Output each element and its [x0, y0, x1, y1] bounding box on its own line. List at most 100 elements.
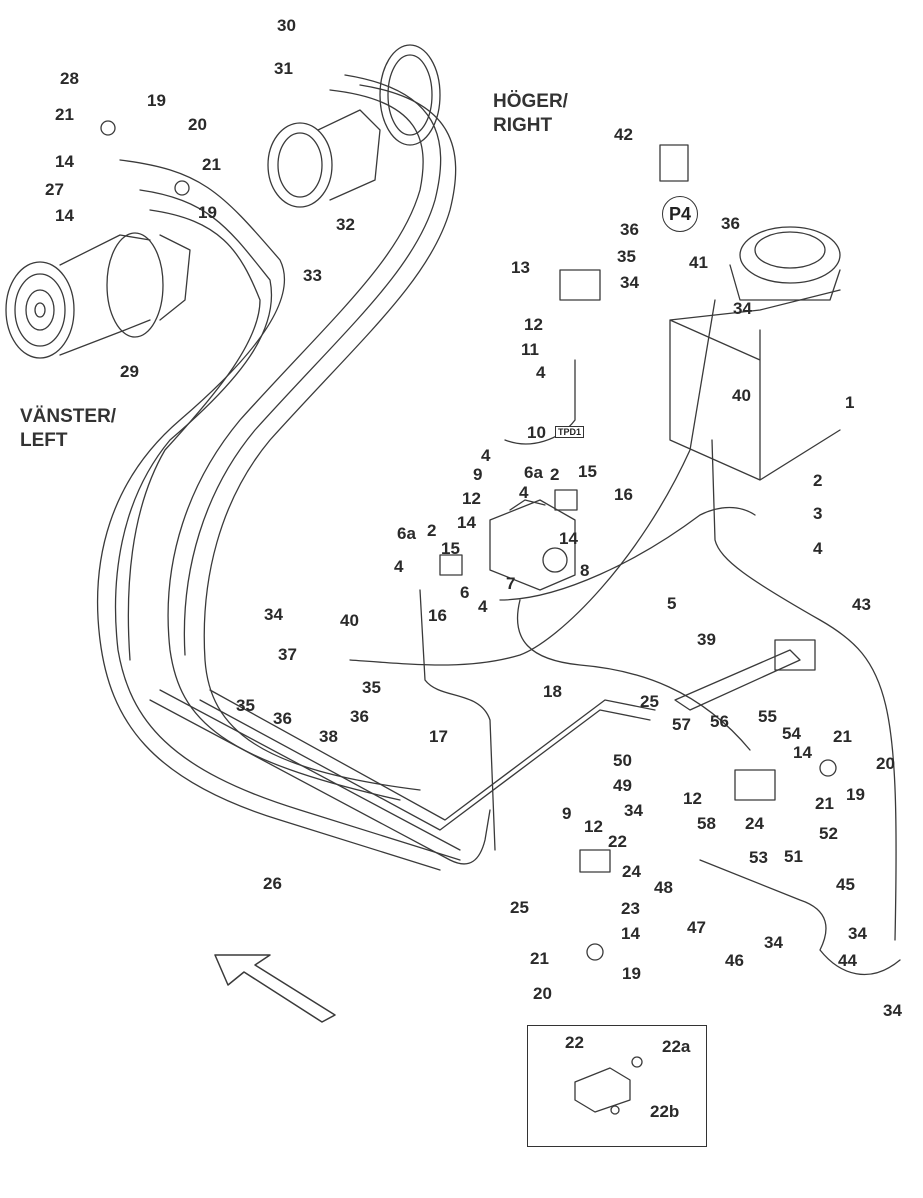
callout-15: 15 — [441, 539, 460, 558]
callout-34: 34 — [764, 933, 783, 952]
callout-53: 53 — [749, 848, 768, 867]
callout-21: 21 — [530, 949, 549, 968]
hose-5 — [499, 506, 756, 601]
callout-14: 14 — [621, 924, 640, 943]
right-side-label: HÖGER/ RIGHT — [493, 90, 568, 138]
callout-48: 48 — [654, 878, 673, 897]
callout-10: 10 — [527, 423, 546, 442]
inset-valve-22 — [574, 1067, 631, 1113]
callout-39: 39 — [697, 630, 716, 649]
callout-46: 46 — [725, 951, 744, 970]
valve-54 — [734, 769, 776, 801]
callout-14: 14 — [793, 743, 812, 762]
hose-bundle-26 — [149, 689, 656, 865]
callout-16: 16 — [614, 485, 633, 504]
callout-6a: 6a — [397, 524, 416, 543]
right-side-label-en: RIGHT — [493, 114, 553, 136]
callout-54: 54 — [782, 724, 801, 743]
hose-45 — [699, 859, 901, 976]
hose-18 — [516, 599, 751, 751]
callout-26: 26 — [263, 874, 282, 893]
callout-9: 9 — [562, 804, 572, 823]
callout-14: 14 — [55, 152, 74, 171]
callout-34: 34 — [264, 605, 283, 624]
callout-7: 7 — [506, 574, 516, 593]
hose-bundle-33 — [97, 74, 461, 871]
callout-19: 19 — [846, 785, 865, 804]
callout-4: 4 — [478, 597, 488, 616]
callout-34: 34 — [620, 273, 639, 292]
callout-44: 44 — [838, 951, 857, 970]
callout-21: 21 — [55, 105, 74, 124]
callout-12: 12 — [683, 789, 702, 808]
callout-14: 14 — [457, 513, 476, 532]
callout-2: 2 — [813, 471, 823, 490]
callout-51: 51 — [784, 847, 803, 866]
callout-19: 19 — [622, 964, 641, 983]
callout-6: 6 — [460, 583, 470, 602]
hose-43 — [711, 439, 897, 941]
valve-plate-39 — [674, 649, 801, 711]
port-tag-p4: P4 — [662, 196, 698, 232]
callout-50: 50 — [613, 751, 632, 770]
callout-4: 4 — [813, 539, 823, 558]
callout-43: 43 — [852, 595, 871, 614]
callout-40: 40 — [340, 611, 359, 630]
callout-47: 47 — [687, 918, 706, 937]
callout-12: 12 — [462, 489, 481, 508]
callout-2: 2 — [427, 521, 437, 540]
solenoid-15-upper — [554, 489, 578, 511]
callout-15: 15 — [578, 462, 597, 481]
callout-4: 4 — [394, 557, 404, 576]
callout-4: 4 — [481, 446, 491, 465]
callout-49: 49 — [613, 776, 632, 795]
forward-direction-arrow — [214, 954, 336, 1023]
callout-13: 13 — [511, 258, 530, 277]
callout-36: 36 — [620, 220, 639, 239]
cap-19-d — [819, 759, 837, 777]
callout-28: 28 — [60, 69, 79, 88]
valve-22 — [579, 849, 611, 873]
callout-40: 40 — [732, 386, 751, 405]
callout-36: 36 — [273, 709, 292, 728]
callout-20: 20 — [876, 754, 895, 773]
callout-35: 35 — [362, 678, 381, 697]
callout-19: 19 — [147, 91, 166, 110]
callout-42: 42 — [614, 125, 633, 144]
callout-8: 8 — [580, 561, 590, 580]
callout-35: 35 — [617, 247, 636, 266]
callout-31: 31 — [274, 59, 293, 78]
callout-24: 24 — [745, 814, 764, 833]
callout-4: 4 — [536, 363, 546, 382]
callout-25: 25 — [640, 692, 659, 711]
callout-20: 20 — [533, 984, 552, 1003]
callout-19: 19 — [198, 203, 217, 222]
inset-label-22: 22 — [565, 1033, 584, 1052]
right-travel-motor — [267, 44, 441, 208]
callout-34: 34 — [848, 924, 867, 943]
callout-37: 37 — [278, 645, 297, 664]
callout-1: 1 — [845, 393, 855, 412]
callout-45: 45 — [836, 875, 855, 894]
callout-27: 27 — [45, 180, 64, 199]
callout-25: 25 — [510, 898, 529, 917]
callout-6a: 6a — [524, 463, 543, 482]
callout-29: 29 — [120, 362, 139, 381]
hose-17 — [419, 589, 496, 851]
callout-18: 18 — [543, 682, 562, 701]
callout-17: 17 — [429, 727, 448, 746]
hydraulic-tank — [669, 226, 841, 481]
callout-35: 35 — [236, 696, 255, 715]
callout-52: 52 — [819, 824, 838, 843]
callout-36: 36 — [721, 214, 740, 233]
inset-22a-fitting — [631, 1056, 643, 1068]
left-side-label: VÄNSTER/ LEFT — [20, 405, 116, 453]
port-tag-tpd1: TPD1 — [555, 426, 585, 438]
inset-detail-box: 22 22a 22b — [527, 1025, 707, 1147]
hose-40 — [349, 299, 716, 666]
inset-22b-fitting — [610, 1105, 620, 1115]
callout-16: 16 — [428, 606, 447, 625]
callout-32: 32 — [336, 215, 355, 234]
callout-3: 3 — [813, 504, 823, 523]
